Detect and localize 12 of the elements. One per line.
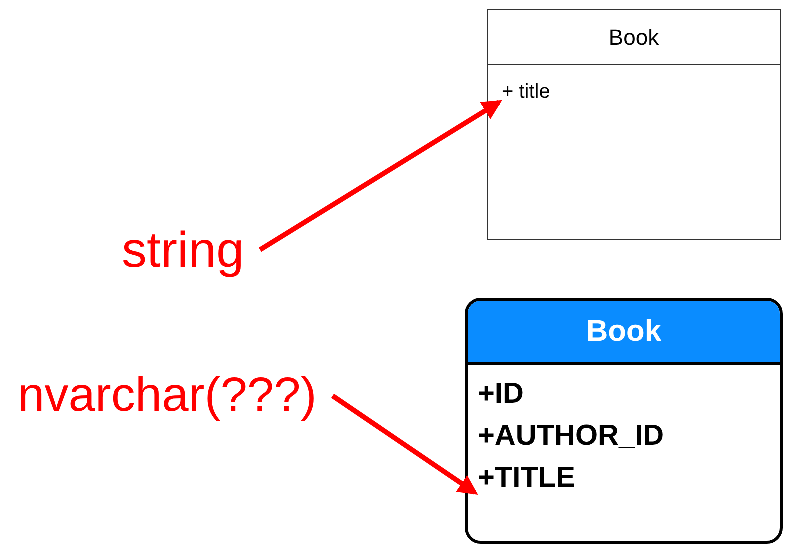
annotation-text: nvarchar(???) <box>18 366 317 426</box>
arrow <box>258 100 502 252</box>
entity-box <box>465 298 783 544</box>
class-box <box>487 9 781 240</box>
entity-name: Book <box>468 301 780 365</box>
annotation-text: string <box>122 220 244 280</box>
attribute-text: + title <box>502 77 550 107</box>
arrow <box>331 394 478 495</box>
class-name: Book <box>488 10 780 65</box>
attribute-text: +ID <box>478 373 524 415</box>
attribute-text: +AUTHOR_ID <box>478 415 664 457</box>
attribute-text: +TITLE <box>478 457 576 499</box>
